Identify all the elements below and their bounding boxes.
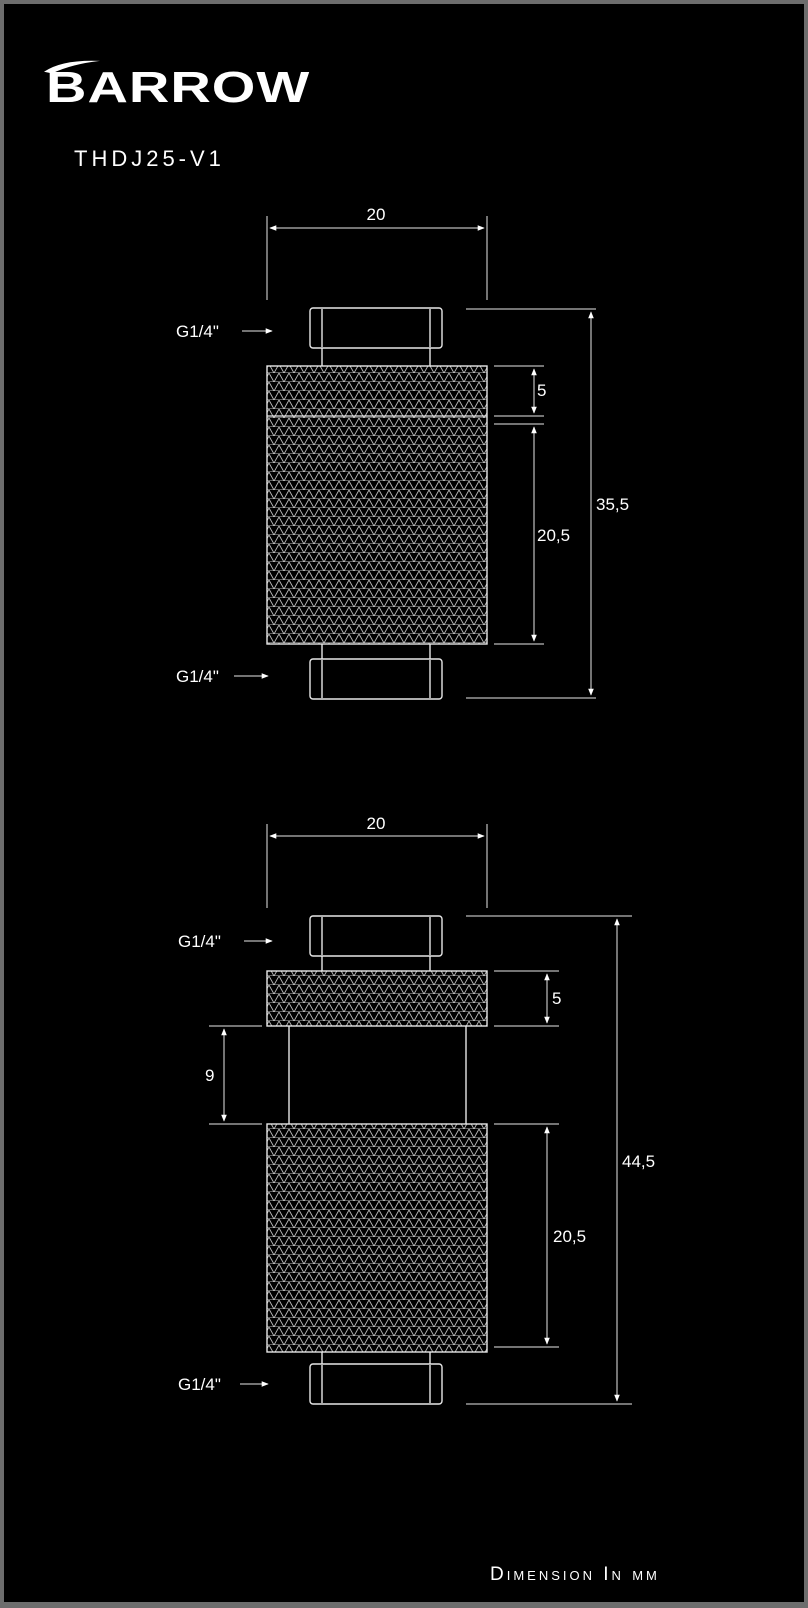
drawing-sheet: BARROW THDJ25-V1 [4, 4, 804, 1602]
top-total-height-label: 35,5 [596, 495, 629, 514]
units-note: Dimension In mm [490, 1564, 660, 1585]
extender-top-thread-nut [309, 915, 443, 971]
bottom-total-height-label: 44,5 [622, 1152, 655, 1171]
top-body-height-label: 20,5 [537, 526, 570, 545]
bottom-ring-height-label: 5 [552, 989, 561, 1008]
top-width-label: 20 [367, 205, 386, 224]
logo-swoosh-icon [44, 60, 100, 74]
top-ring-height-label: 5 [537, 381, 546, 400]
bottom-thread-nut [309, 644, 443, 700]
technical-drawing: 20 G1/4" G1/4" 5 20,5 35,5 [176, 205, 655, 1405]
model-number: THDJ25-V1 [74, 146, 225, 171]
fitting-view-top [234, 216, 596, 700]
top-thread-label-upper: G1/4" [176, 322, 219, 341]
knurled-body [266, 365, 488, 645]
extender-bottom-thread-nut [309, 1352, 443, 1405]
fitting-view-bottom [209, 824, 632, 1405]
extender-knurled-body [266, 1123, 488, 1353]
logo-text: BARROW [46, 62, 311, 112]
knurled-ring [266, 970, 488, 1027]
top-thread-label-lower: G1/4" [176, 667, 219, 686]
bottom-width-label: 20 [367, 814, 386, 833]
top-thread-nut [309, 307, 443, 366]
extension-shaft [288, 1026, 467, 1124]
bottom-thread-label-lower: G1/4" [178, 1375, 221, 1394]
bottom-extension-label: 9 [205, 1066, 214, 1085]
brand-logo: BARROW [44, 60, 366, 112]
bottom-body-height-label: 20,5 [553, 1227, 586, 1246]
bottom-thread-label-upper: G1/4" [178, 932, 221, 951]
